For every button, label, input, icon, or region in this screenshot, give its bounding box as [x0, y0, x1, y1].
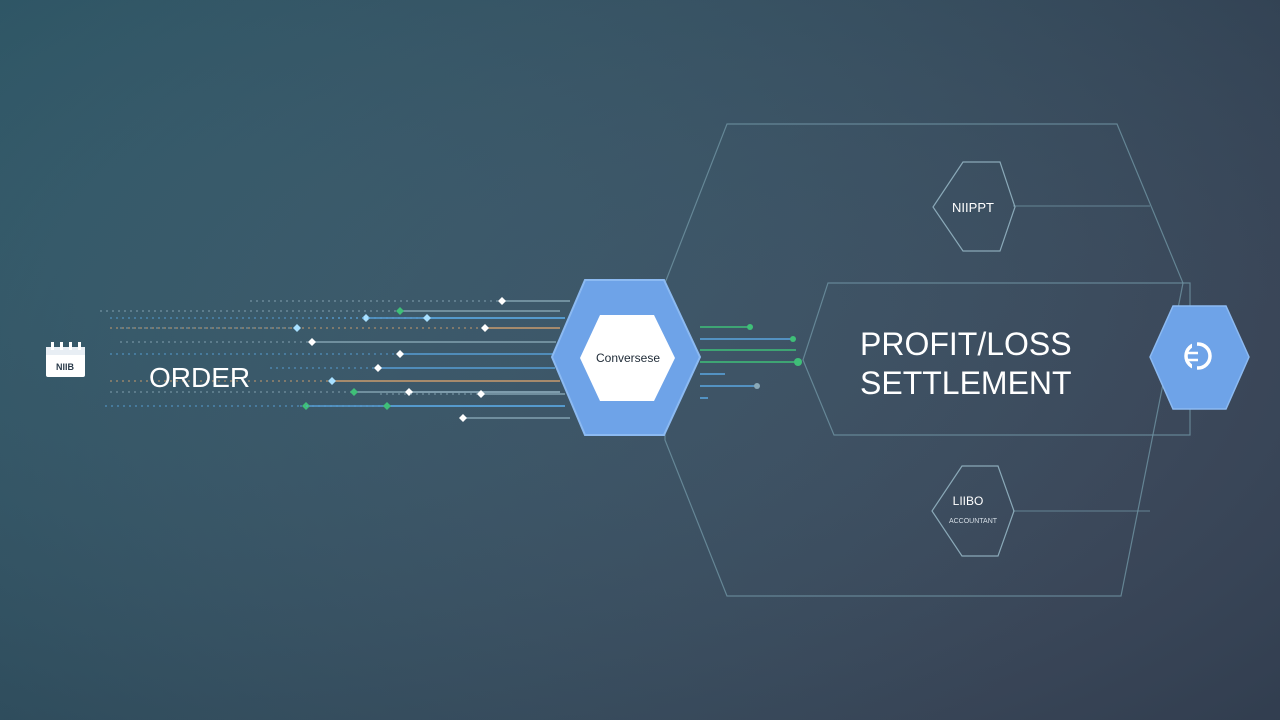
flow-node [328, 377, 336, 385]
center-hex-inner [580, 315, 675, 401]
flow-node [477, 390, 485, 398]
flow-node [396, 350, 404, 358]
output-dot [794, 358, 802, 366]
bottom-hex-node [931, 465, 1015, 557]
flow-node [423, 314, 431, 322]
bottom-node-sublabel: ACCOUNTANT [949, 518, 998, 525]
flow-node [459, 414, 467, 422]
flow-node [350, 388, 358, 396]
settlement-line2: SETTLEMENT [860, 365, 1072, 401]
top-node-label: NIIPPT [952, 200, 994, 215]
flow-node [396, 307, 404, 315]
flow-node [374, 364, 382, 372]
order-icon-label: NIIB [56, 362, 75, 372]
output-dot [790, 336, 796, 342]
settlement-line1: PROFIT/LOSS [860, 326, 1072, 362]
flow-node [308, 338, 316, 346]
flow-node [362, 314, 370, 322]
center-node-label: Conversese [596, 351, 660, 365]
flow-node [498, 297, 506, 305]
order-label: ORDER [149, 362, 250, 393]
output-lines [700, 324, 802, 399]
flow-node [383, 402, 391, 410]
settlement-hex [1149, 305, 1250, 410]
bottom-node-label: LIIBO [953, 494, 984, 508]
flow-node [481, 324, 489, 332]
currency-icon [1184, 340, 1212, 372]
settlement-band-outline [802, 282, 1191, 436]
top-hex-node [932, 161, 1016, 252]
output-dot [747, 324, 753, 330]
output-dot [754, 383, 760, 389]
flow-lines [100, 297, 570, 422]
flow-node [293, 324, 301, 332]
calendar-icon [46, 342, 85, 377]
